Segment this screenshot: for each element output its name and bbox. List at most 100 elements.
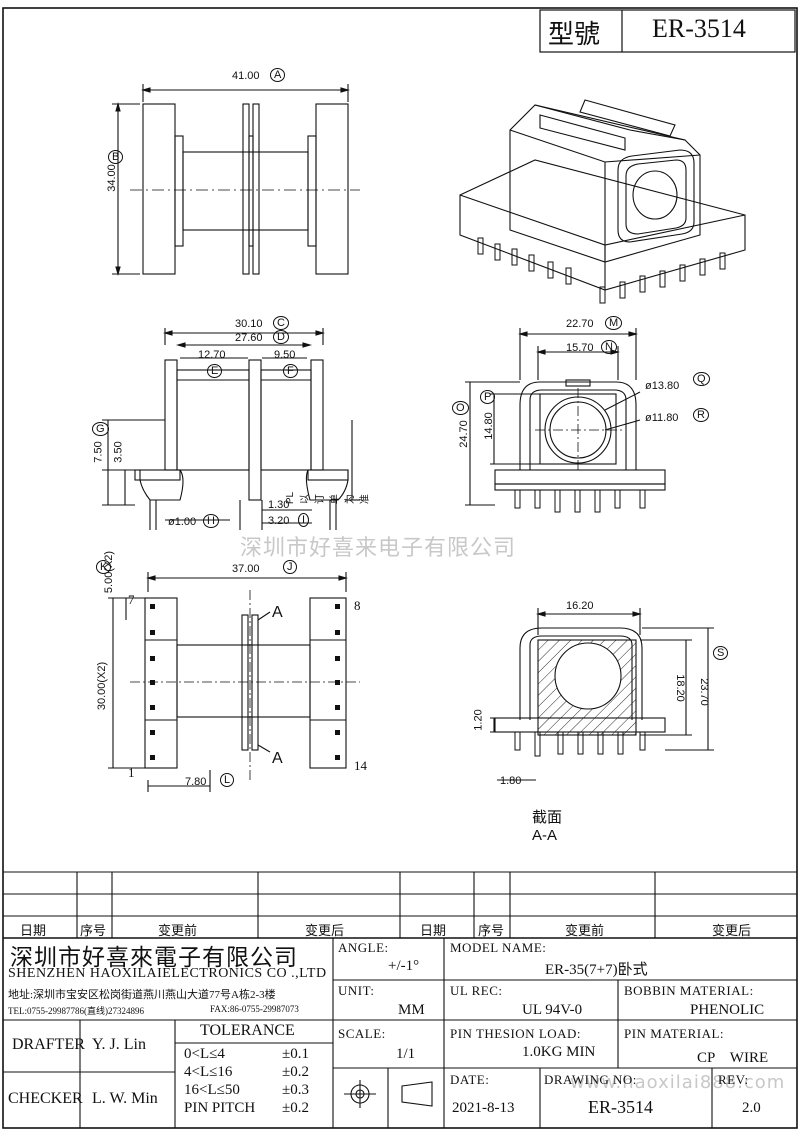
tolerance-range-3: 16<L≤50 [184,1082,240,1098]
pin-1-label: 1 [128,765,135,780]
tag-e: E [207,364,223,378]
pl-note: PL以订单为准 [285,491,372,505]
scale-label: SCALE: [338,1026,386,1041]
unit-value: MM [398,1002,425,1018]
rev-header-before-1: 变更前 [158,923,198,938]
dim-top-width: 41.00 [232,70,260,82]
dim-section-offset: 1.80 [500,775,522,787]
dim-section-total: 23.70 [697,678,710,706]
top-view [112,84,360,277]
scale-value: 1/1 [396,1046,416,1062]
section-mark-bottom: A [272,750,283,767]
table-grid [3,871,797,1128]
dim-span: 30.00(X2) [96,661,109,711]
tag-f: F [283,364,298,378]
tag-c: C [273,316,289,330]
dim-side-window: 14.80 [482,412,495,440]
drawing-no-label: DRAWING NO: [544,1072,637,1087]
tolerance-value-1: ±0.1 [282,1046,309,1062]
bobbin-material-label: BOBBIN MATERIAL: [624,983,754,998]
dim-side-height: 24.70 [457,420,470,448]
tag-o: O [452,401,469,415]
company-name-cn: 深圳市好喜來電子有限公司 [10,945,298,970]
model-label: 型號 [548,20,601,49]
tag-j: J [283,560,297,574]
tolerance-range-4: PIN PITCH [184,1100,256,1116]
tag-p: P [480,390,496,404]
front-view [102,328,360,530]
rev-header-date-2: 日期 [420,923,447,938]
dim-height-total: 7.50 [92,441,105,463]
iso-view [459,99,746,304]
dim-front-inner: 27.60 [235,332,263,344]
tag-h: H [203,514,219,528]
tolerance-title: TOLERANCE [200,1022,295,1039]
bottom-view [108,572,360,792]
dim-front-overall: 30.10 [235,318,263,330]
company-address: 地址:深圳市宝安区松岗街道燕川燕山大道77号A栋2-3楼 [8,989,276,1001]
dim-bottom-length: 37.00 [232,563,260,575]
tag-n: N [601,340,617,354]
rev-header-after-1: 变更后 [305,923,345,938]
date-label: DATE: [450,1072,490,1087]
watermark-company: 深圳市好喜来电子有限公司 [240,536,517,561]
unit-label: UNIT: [338,983,375,998]
tag-s: S [713,646,729,660]
drafter-label: DRAFTER [12,1036,85,1053]
angle-label: ANGLE: [338,940,389,955]
pin-material-value: CP WIRE [697,1050,769,1066]
model-name-value: ER-35(7+7)卧式 [545,962,648,978]
model-name-label: MODEL NAME: [450,940,547,955]
dim-top-height: 34.00 [105,164,118,192]
ul-value: UL 94V-0 [522,1002,583,1018]
dim-od: ø13.80 [645,380,680,392]
dim-section-inner: 18.20 [673,674,686,702]
side-view [465,328,666,513]
ul-label: UL REC: [450,983,503,998]
section-caption: 截面 A-A [532,809,578,844]
pin-14-label: 14 [354,758,367,773]
checker-label: CHECKER [8,1090,83,1107]
rev-label: REV: [718,1072,749,1087]
rev-header-no-1: 序号 [80,923,107,938]
dim-pin-len: 3.20 [268,515,290,527]
dim-section-base: 1.20 [472,709,485,731]
pin-material-label: PIN MATERIAL: [624,1026,725,1041]
pin-7-label: 7 [128,592,135,607]
company-name-en: SHENZHEN HAOXILAIELECTRONICS CO .,LTD [8,966,327,981]
dim-side-width: 22.70 [566,318,594,330]
tolerance-value-4: ±0.2 [282,1100,309,1116]
tolerance-value-3: ±0.3 [282,1082,309,1098]
pin-load-label: PIN THESION LOAD: [450,1026,582,1041]
dim-pin-dia: ø1.00 [168,516,197,528]
tag-g: G [92,422,109,436]
drafter-value: Y. J. Lin [92,1036,146,1053]
watermark-url: www.haoxilai888.com [570,1072,786,1093]
pin-load-value: 1.0KG MIN [522,1044,596,1060]
angle-value: +/-1° [388,958,420,974]
tag-m: M [605,316,623,330]
section-mark-top: A [272,604,283,621]
tolerance-range-1: 0<L≤4 [184,1046,225,1062]
tag-q: Q [693,372,710,386]
pin-8-label: 8 [354,598,361,613]
company-tel: TEL:0755-29987786(直线)27324896 [8,1006,144,1016]
dim-flange-t: 1.30 [268,499,290,511]
tag-b: B [108,150,124,164]
rev-value: 2.0 [742,1100,761,1116]
section-view [490,608,714,781]
company-fax: FAX:86-0755-29987073 [210,1004,299,1014]
rev-header-no-2: 序号 [478,923,505,938]
dim-offset: 7.80 [185,776,207,788]
rev-header-date-1: 日期 [20,923,47,938]
tag-k: K [96,560,112,574]
date-value: 2021-8-13 [452,1100,515,1116]
rev-header-before-2: 变更前 [565,923,605,938]
dim-section-width: 16.20 [566,600,594,612]
tag-d: D [273,330,289,344]
tag-i: I [298,513,310,527]
tag-l: L [220,773,235,787]
tolerance-range-2: 4<L≤16 [184,1064,233,1080]
rev-header-after-2: 变更后 [712,923,752,938]
